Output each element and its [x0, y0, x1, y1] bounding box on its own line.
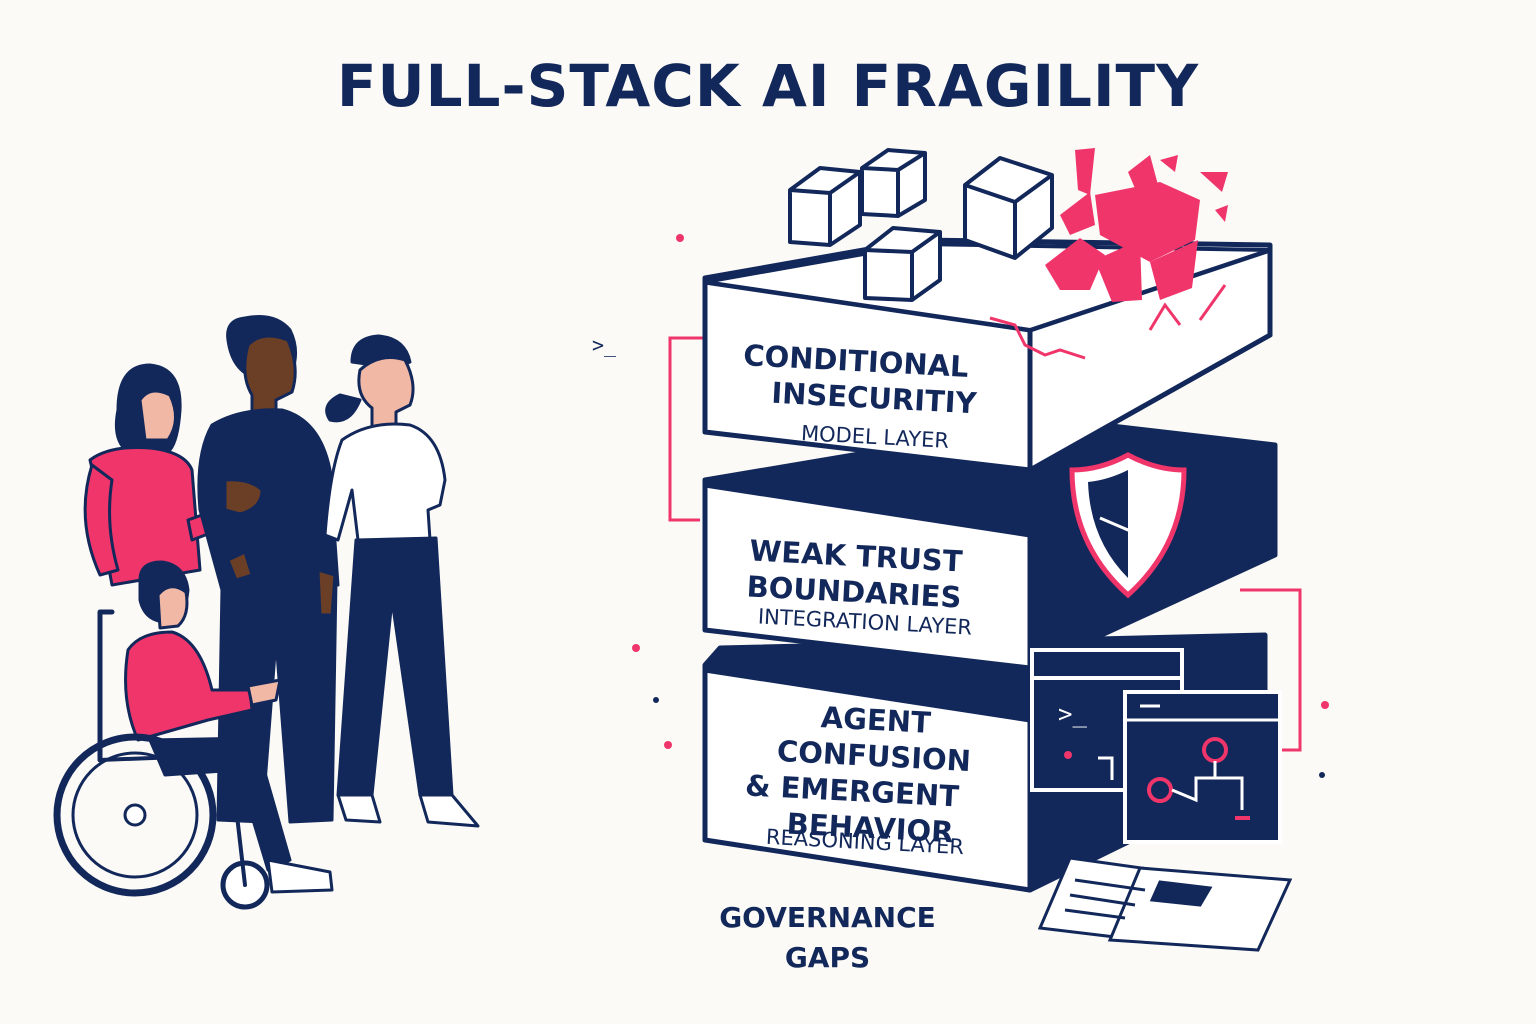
decorative-dots [632, 234, 1329, 749]
prompt-glyph-left: >_ [592, 333, 617, 357]
cube-icon [788, 166, 862, 247]
shattered-block-icon [1045, 148, 1228, 302]
cube-icon [963, 156, 1054, 260]
layer-model-title: CONDITIONAL INSECURITIY [713, 336, 996, 423]
connector-lines [668, 336, 1302, 752]
governance-line1: GOVERNANCE [719, 901, 936, 934]
cube-icons [788, 148, 1054, 302]
crack-lines [989, 284, 1227, 360]
person-white-top [323, 334, 480, 828]
governance-line2: GAPS [784, 941, 871, 974]
governance-gaps-label: GOVERNANCE GAPS [700, 898, 955, 978]
decorative-dots-dark [653, 697, 1325, 778]
cube-icon [860, 148, 927, 218]
person-wheelchair [53, 560, 334, 910]
people-group [53, 315, 480, 910]
page-title: FULL-STACK AI FRAGILITY [336, 52, 1200, 120]
workflow-window-icon [1123, 690, 1282, 844]
document-icon [1037, 856, 1293, 952]
shield-icon [1069, 452, 1187, 599]
svg-text:>_: >_ [1058, 700, 1087, 728]
cube-icon [863, 226, 942, 302]
